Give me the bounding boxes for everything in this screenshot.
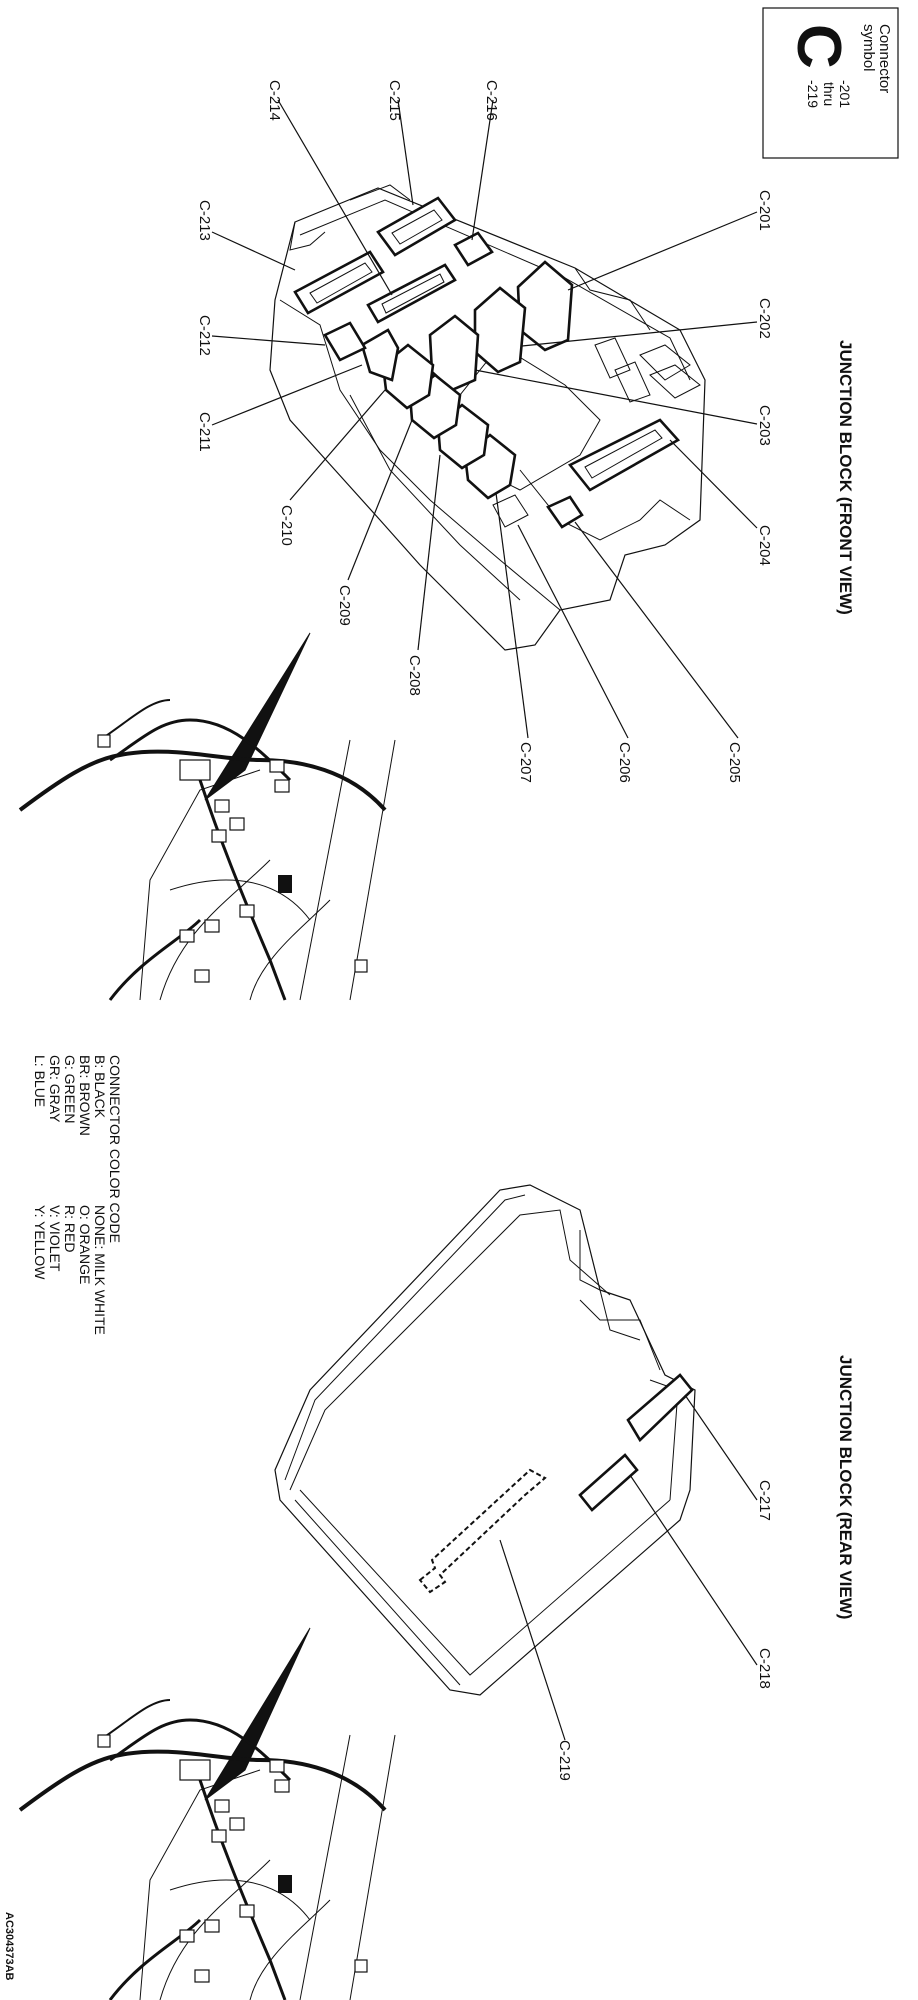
label-c209: C-209 xyxy=(336,585,353,626)
label-c208: C-208 xyxy=(406,655,423,696)
label-c218: C-218 xyxy=(756,1648,773,1689)
connector-c218 xyxy=(578,1453,639,1512)
connector-c219 xyxy=(418,1468,547,1594)
label-c211: C-211 xyxy=(196,412,213,452)
connector-c212 xyxy=(323,321,367,362)
label-c206: C-206 xyxy=(616,742,633,783)
rear-view-labels: C-217 C-218 C-219 xyxy=(556,1480,773,1781)
color-code-item: BR: BROWN xyxy=(77,1055,93,1136)
color-code-item: R: RED xyxy=(62,1205,78,1252)
label-c210: C-210 xyxy=(278,505,295,546)
label-c212: C-212 xyxy=(196,315,213,356)
label-c216: C-216 xyxy=(483,80,500,121)
connector-c205 xyxy=(546,495,584,529)
label-c202: C-202 xyxy=(756,298,773,339)
label-c214: C-214 xyxy=(266,80,283,121)
connector-symbol-label-1: Connector xyxy=(876,24,893,93)
connector-c204 xyxy=(567,418,681,492)
color-code-item: G: GREEN xyxy=(62,1055,78,1123)
front-view-labels: C-201 C-202 C-203 C-204 C-205 C-206 C-20… xyxy=(196,80,773,783)
front-view-title: JUNCTION BLOCK (FRONT VIEW) xyxy=(836,340,855,615)
figure-id: AC304373AB xyxy=(3,1912,15,1981)
label-c203: C-203 xyxy=(756,405,773,446)
connector-c213 xyxy=(293,250,385,315)
label-c205: C-205 xyxy=(726,742,743,783)
label-c207: C-207 xyxy=(517,742,534,783)
color-code-heading: CONNECTOR COLOR CODE xyxy=(107,1055,123,1243)
color-code-item: Y: YELLOW xyxy=(32,1205,48,1280)
label-c215: C-215 xyxy=(386,80,403,121)
label-c213: C-213 xyxy=(196,200,213,241)
color-code-legend: CONNECTOR COLOR CODE B: BLACK BR: BROWN … xyxy=(32,1055,123,1335)
color-code-item: O: ORANGE xyxy=(77,1205,93,1284)
harness-illustration-bottom xyxy=(18,1627,396,2000)
rear-view-junction-block xyxy=(274,1184,696,1696)
label-c219: C-219 xyxy=(556,1740,573,1781)
label-c201: C-201 xyxy=(756,190,773,231)
connector-symbol-range-from: -201 xyxy=(837,80,853,108)
connector-c211 xyxy=(360,328,400,382)
label-c217: C-217 xyxy=(756,1480,773,1521)
connector-c217 xyxy=(626,1373,694,1443)
color-code-item: B: BLACK xyxy=(92,1055,108,1119)
label-c204: C-204 xyxy=(756,525,773,566)
harness-illustration-top xyxy=(18,632,396,1001)
connector-symbol-range-thru: thru xyxy=(821,82,837,106)
front-view-leaders xyxy=(211,99,758,739)
color-code-item: NONE: MILK WHITE xyxy=(92,1205,108,1335)
connector-symbol-range-to: -219 xyxy=(805,80,821,108)
color-code-item: L: BLUE xyxy=(32,1055,48,1107)
color-code-item: GR: GRAY xyxy=(47,1055,63,1123)
connector-c216 xyxy=(453,231,494,267)
rear-view-leaders xyxy=(499,1394,758,1741)
connector-symbol-label-2: symbol xyxy=(860,24,877,72)
connector-symbol-letter: C xyxy=(784,24,853,69)
connector-symbol-box: Connector symbol C -201 thru -219 xyxy=(762,7,899,159)
color-code-col1: B: BLACK BR: BROWN G: GREEN GR: GRAY L: … xyxy=(32,1055,108,1136)
connector-c214 xyxy=(366,263,457,324)
color-code-col2: NONE: MILK WHITE O: ORANGE R: RED V: VIO… xyxy=(32,1205,108,1335)
color-code-item: V: VIOLET xyxy=(47,1205,63,1272)
rear-view-title: JUNCTION BLOCK (REAR VIEW) xyxy=(836,1355,855,1619)
connector-c206 xyxy=(492,494,529,528)
